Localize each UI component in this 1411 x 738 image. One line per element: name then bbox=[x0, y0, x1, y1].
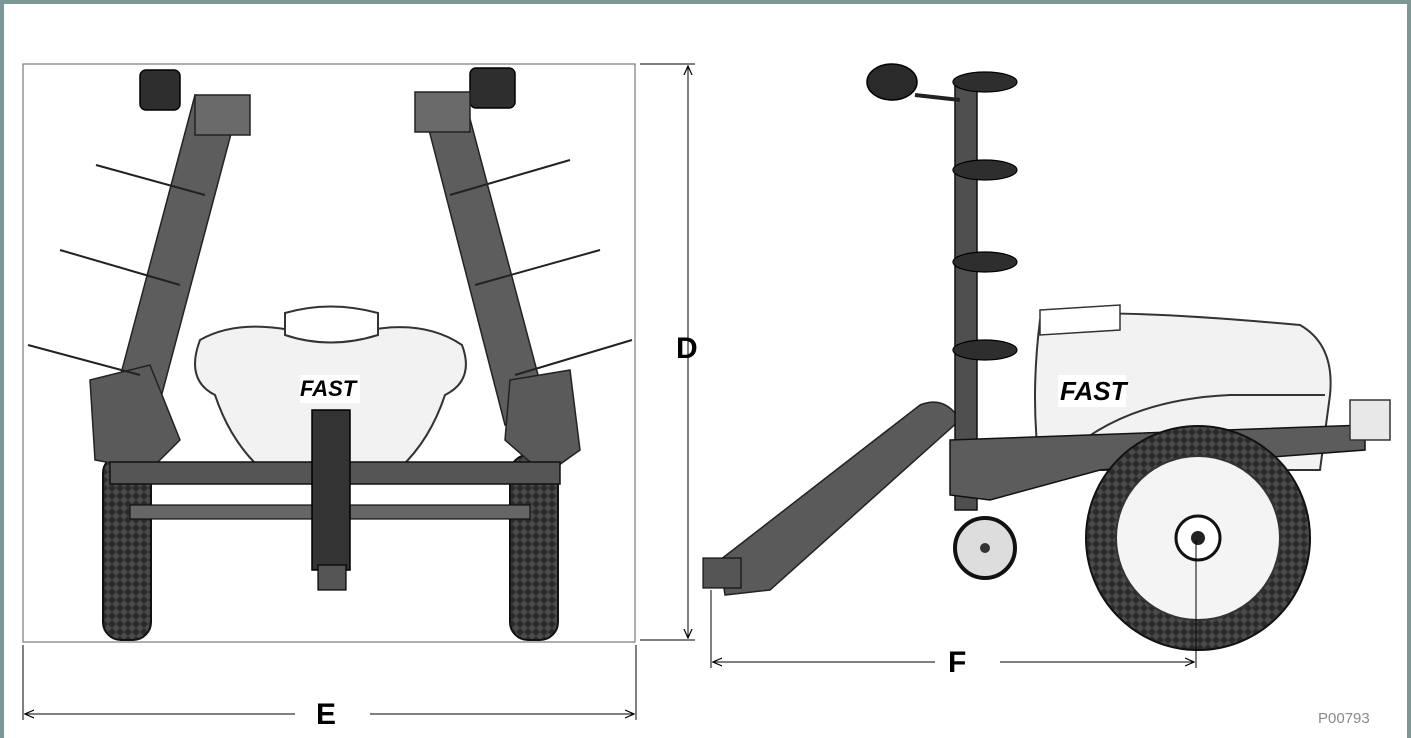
dimension-height bbox=[640, 63, 695, 641]
right-boom-arm bbox=[414, 67, 633, 476]
side-drawbar bbox=[719, 401, 961, 596]
side-nozzle-discs bbox=[952, 71, 1018, 361]
dimension-label-height: D bbox=[676, 332, 698, 365]
front-drawbar bbox=[311, 409, 351, 571]
side-view bbox=[702, 63, 1391, 651]
front-view-bounding-box bbox=[22, 63, 636, 643]
dimension-label-width: E bbox=[316, 698, 337, 731]
side-main-wheel bbox=[1085, 425, 1311, 651]
front-logo-text: FAST bbox=[300, 376, 357, 401]
dimension-label-length: F bbox=[948, 646, 967, 679]
dimension-length bbox=[710, 540, 1197, 668]
side-brand-logo bbox=[1058, 375, 1126, 407]
dimension-width bbox=[22, 645, 637, 720]
reference-code: P00793 bbox=[1318, 710, 1370, 727]
front-view bbox=[22, 63, 636, 643]
front-brand-logo bbox=[300, 375, 360, 403]
side-logo-text: FAST bbox=[1060, 376, 1127, 406]
front-tank bbox=[194, 305, 467, 469]
left-boom-arm bbox=[27, 69, 251, 471]
